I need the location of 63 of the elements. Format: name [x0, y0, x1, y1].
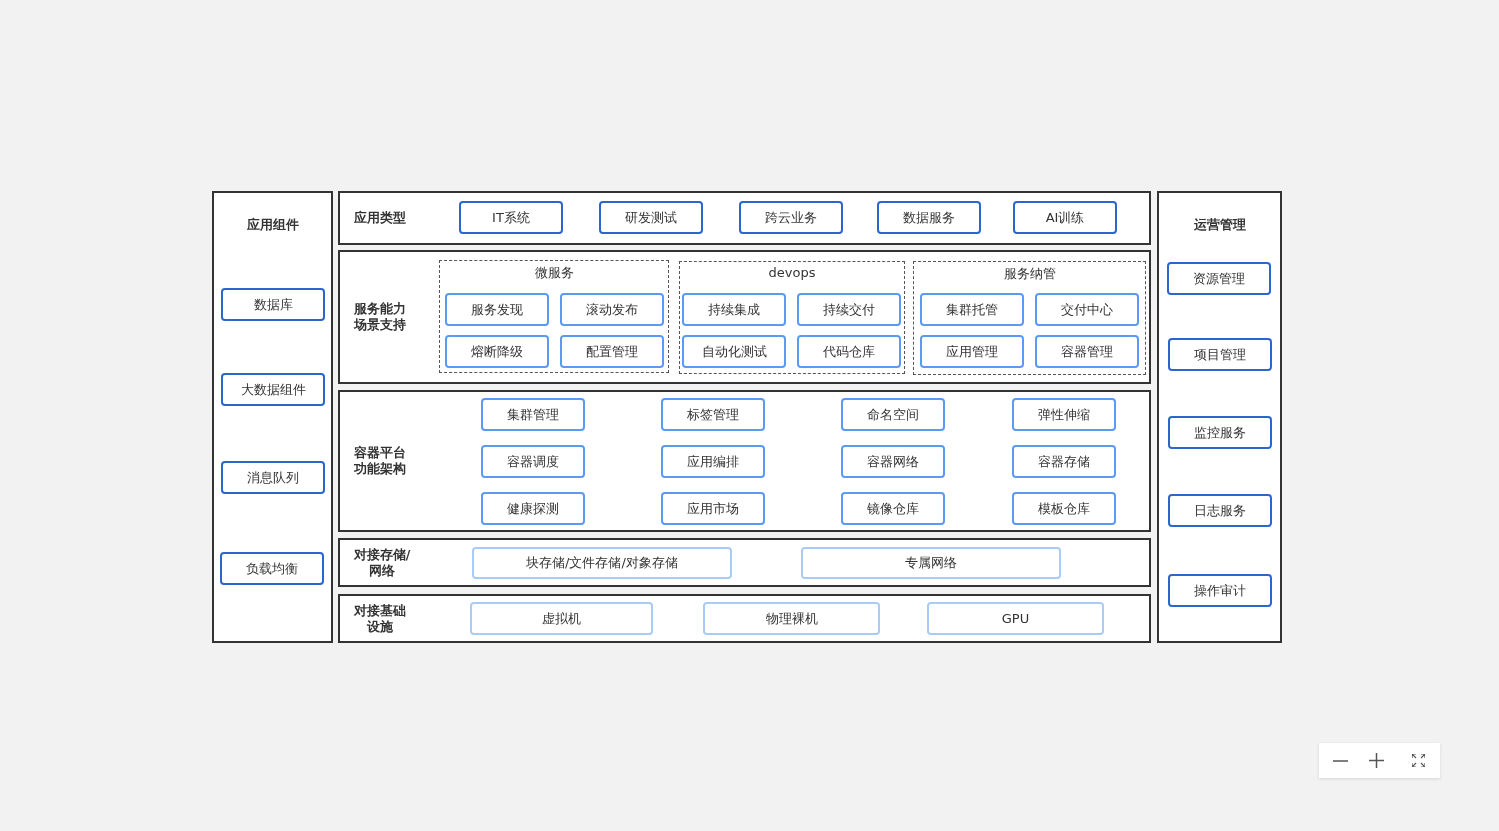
function-box: 熔断降级	[445, 335, 549, 368]
function-box: 物理裸机	[703, 602, 880, 635]
function-box: 块存储/文件存储/对象存储	[472, 547, 732, 579]
function-box: 应用管理	[920, 335, 1024, 368]
function-box: 项目管理	[1168, 338, 1272, 371]
function-box: 大数据组件	[221, 373, 325, 406]
group-title: devops	[767, 265, 817, 280]
function-box: 日志服务	[1168, 494, 1272, 527]
function-box: 资源管理	[1167, 262, 1271, 295]
function-box: 配置管理	[560, 335, 664, 368]
group-title: 微服务	[533, 264, 575, 282]
function-box: 滚动发布	[560, 293, 664, 326]
layer-panel	[338, 594, 1151, 643]
layer-title: 运营管理	[1192, 217, 1247, 233]
function-box: 应用市场	[661, 492, 765, 525]
side-panel	[1157, 191, 1282, 643]
layer-title: 容器平台功能架构	[353, 445, 407, 477]
function-box: 容器调度	[481, 445, 585, 478]
function-box: 负载均衡	[220, 552, 324, 585]
layer-title: 应用组件	[245, 217, 300, 233]
function-box: 容器网络	[841, 445, 945, 478]
function-box: 容器管理	[1035, 335, 1139, 368]
function-box: AI训练	[1013, 201, 1117, 234]
function-box: IT系统	[459, 201, 563, 234]
function-box: 集群托管	[920, 293, 1024, 326]
function-box: 自动化测试	[682, 335, 786, 368]
layer-panel	[338, 191, 1151, 245]
function-box: 弹性伸缩	[1012, 398, 1116, 431]
layer-title: 对接存储/网络	[352, 546, 412, 579]
function-box: 标签管理	[661, 398, 765, 431]
function-box: 消息队列	[221, 461, 325, 494]
function-box: 模板仓库	[1012, 492, 1116, 525]
function-box: 持续交付	[797, 293, 901, 326]
layer-panel	[338, 390, 1151, 532]
function-box: 容器存储	[1012, 445, 1116, 478]
function-box: 健康探测	[481, 492, 585, 525]
function-box: 专属网络	[801, 547, 1061, 579]
side-panel	[212, 191, 333, 643]
dashed-group-box	[679, 261, 905, 374]
layer-panel	[338, 538, 1151, 587]
function-box: 持续集成	[682, 293, 786, 326]
function-box: 操作审计	[1168, 574, 1272, 607]
group-title: 服务纳管	[1002, 265, 1057, 283]
function-box: 服务发现	[445, 293, 549, 326]
function-box: 数据库	[221, 288, 325, 321]
layer-title: 应用类型	[353, 210, 407, 226]
function-box: GPU	[927, 602, 1104, 635]
dashed-group-box	[439, 260, 669, 373]
function-box: 命名空间	[841, 398, 945, 431]
dashed-group-box	[913, 261, 1146, 375]
function-box: 研发测试	[599, 201, 703, 234]
function-box: 代码仓库	[797, 335, 901, 368]
function-box: 交付中心	[1035, 293, 1139, 326]
function-box: 数据服务	[877, 201, 981, 234]
function-box: 镜像仓库	[841, 492, 945, 525]
function-box: 应用编排	[661, 445, 765, 478]
layer-title: 服务能力场景支持	[352, 301, 407, 333]
layer-panel	[338, 250, 1151, 384]
function-box: 集群管理	[481, 398, 585, 431]
function-box: 虚拟机	[470, 602, 653, 635]
function-box: 监控服务	[1168, 416, 1272, 449]
layer-title: 对接基础设施	[353, 602, 407, 635]
function-box: 跨云业务	[739, 201, 843, 234]
